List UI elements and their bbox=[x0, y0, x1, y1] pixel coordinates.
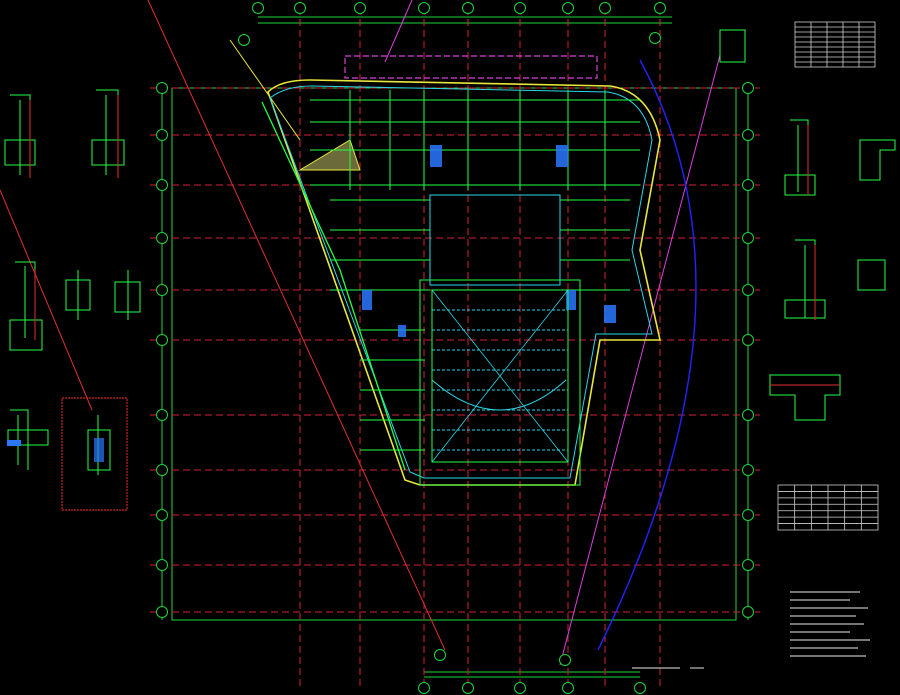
axis-bubble-bottom bbox=[418, 682, 430, 694]
axis-bubble-circle bbox=[156, 464, 168, 476]
axis-bubble-circle bbox=[156, 82, 168, 94]
axis-bubble-left bbox=[156, 464, 168, 476]
axis-bubble-right bbox=[742, 284, 754, 296]
axis-bubble-circle bbox=[156, 409, 168, 421]
axis-bubble-diagonal bbox=[559, 654, 571, 666]
axis-bubble-left bbox=[156, 129, 168, 141]
axis-bubble-circle bbox=[634, 682, 646, 694]
axis-bubble-left bbox=[156, 82, 168, 94]
axis-bubble-circle bbox=[742, 334, 754, 346]
axis-bubble-circle bbox=[742, 409, 754, 421]
blue-arc-curve bbox=[597, 59, 697, 651]
axis-bubble-circle bbox=[156, 232, 168, 244]
axis-bubble-top bbox=[562, 2, 574, 14]
axis-bubble-left bbox=[156, 179, 168, 191]
axis-bubble-circle bbox=[462, 682, 474, 694]
axis-bubble-circle bbox=[418, 2, 430, 14]
axis-bubble-circle bbox=[156, 334, 168, 346]
axis-bubble-circle bbox=[514, 682, 526, 694]
axis-bubble-circle bbox=[562, 2, 574, 14]
axis-bubble-circle bbox=[156, 606, 168, 618]
left-section-details bbox=[4, 89, 141, 475]
axis-bubble-top bbox=[462, 2, 474, 14]
axis-bubble-right bbox=[742, 559, 754, 571]
axis-bubbles bbox=[156, 2, 754, 694]
axis-bubble-circle bbox=[742, 284, 754, 296]
axis-bubble-circle bbox=[599, 2, 611, 14]
axis-bubble-circle bbox=[156, 559, 168, 571]
hall-outer-box bbox=[419, 279, 581, 486]
axis-bubble-circle bbox=[514, 2, 526, 14]
building-outline bbox=[261, 55, 661, 486]
legend-table-top-right bbox=[794, 21, 876, 68]
axis-bubble-circle bbox=[742, 82, 754, 94]
axis-bubble-circle bbox=[156, 284, 168, 296]
axis-bubble-left bbox=[156, 284, 168, 296]
axis-bubble-circle bbox=[742, 509, 754, 521]
axis-bubble-top bbox=[654, 2, 666, 14]
axis-bubble-right bbox=[742, 334, 754, 346]
axis-bubble-circle bbox=[156, 179, 168, 191]
axis-bubble-circle bbox=[742, 129, 754, 141]
axis-bubble-bottom bbox=[562, 682, 574, 694]
axis-bubble-left bbox=[156, 409, 168, 421]
axis-bubble-top bbox=[418, 2, 430, 14]
blue-wall-fills bbox=[362, 145, 616, 337]
axis-bubble-right bbox=[742, 409, 754, 421]
axis-bubble-left bbox=[156, 334, 168, 346]
axis-bubble-left bbox=[156, 559, 168, 571]
axis-bubble-circle bbox=[294, 2, 306, 14]
axis-bubble-right bbox=[742, 179, 754, 191]
axis-bubble-top bbox=[514, 2, 526, 14]
central-hall bbox=[429, 194, 569, 463]
axis-bubble-diagonal bbox=[434, 649, 446, 661]
axis-bubble-right bbox=[742, 464, 754, 476]
table-border bbox=[794, 21, 876, 68]
axis-bubble-right bbox=[742, 82, 754, 94]
axis-bubble-circle bbox=[434, 649, 446, 661]
axis-bubble-circle bbox=[742, 559, 754, 571]
axis-bubble-bottom bbox=[462, 682, 474, 694]
axis-bubble-right bbox=[742, 509, 754, 521]
axis-bubble-circle bbox=[742, 606, 754, 618]
axis-bubble-circle bbox=[742, 179, 754, 191]
axis-bubble-circle bbox=[654, 2, 666, 14]
axis-bubble-bottom bbox=[514, 682, 526, 694]
axis-bubble-right bbox=[742, 606, 754, 618]
axis-bubble-left bbox=[156, 509, 168, 521]
axis-bubble-circle bbox=[252, 2, 264, 14]
axis-bubble-right bbox=[742, 232, 754, 244]
axis-bubble-top bbox=[599, 2, 611, 14]
left-detail-accents bbox=[7, 95, 119, 462]
axis-bubble-right bbox=[742, 129, 754, 141]
axis-bubble-circle bbox=[562, 682, 574, 694]
axis-bubble-left bbox=[156, 606, 168, 618]
axis-bubble-top bbox=[252, 2, 264, 14]
axis-bubble-circle bbox=[742, 464, 754, 476]
axis-bubble-circle bbox=[354, 2, 366, 14]
axis-bubble-circle bbox=[462, 2, 474, 14]
axis-bubble-circle bbox=[156, 129, 168, 141]
axis-bubble-diagonal bbox=[238, 34, 250, 46]
diagonal-reference-lines bbox=[0, 0, 721, 666]
structure-grid bbox=[310, 90, 640, 486]
axis-bubble-circle bbox=[649, 32, 661, 44]
axis-bubble-circle bbox=[418, 682, 430, 694]
axis-bubble-diagonal bbox=[649, 32, 661, 44]
axis-bubble-left bbox=[156, 232, 168, 244]
axis-bubble-circle bbox=[238, 34, 250, 46]
legend-table-mid-right bbox=[777, 484, 879, 531]
detail-callout-box bbox=[61, 397, 128, 511]
general-notes-block bbox=[790, 591, 870, 657]
axis-bubble-circle bbox=[742, 232, 754, 244]
axis-bubble-top bbox=[294, 2, 306, 14]
right-detail-accents bbox=[770, 125, 840, 386]
axis-bubble-circle bbox=[559, 654, 571, 666]
axis-bubble-circle bbox=[156, 509, 168, 521]
axis-bubble-top bbox=[354, 2, 366, 14]
axis-bubble-bottom bbox=[634, 682, 646, 694]
